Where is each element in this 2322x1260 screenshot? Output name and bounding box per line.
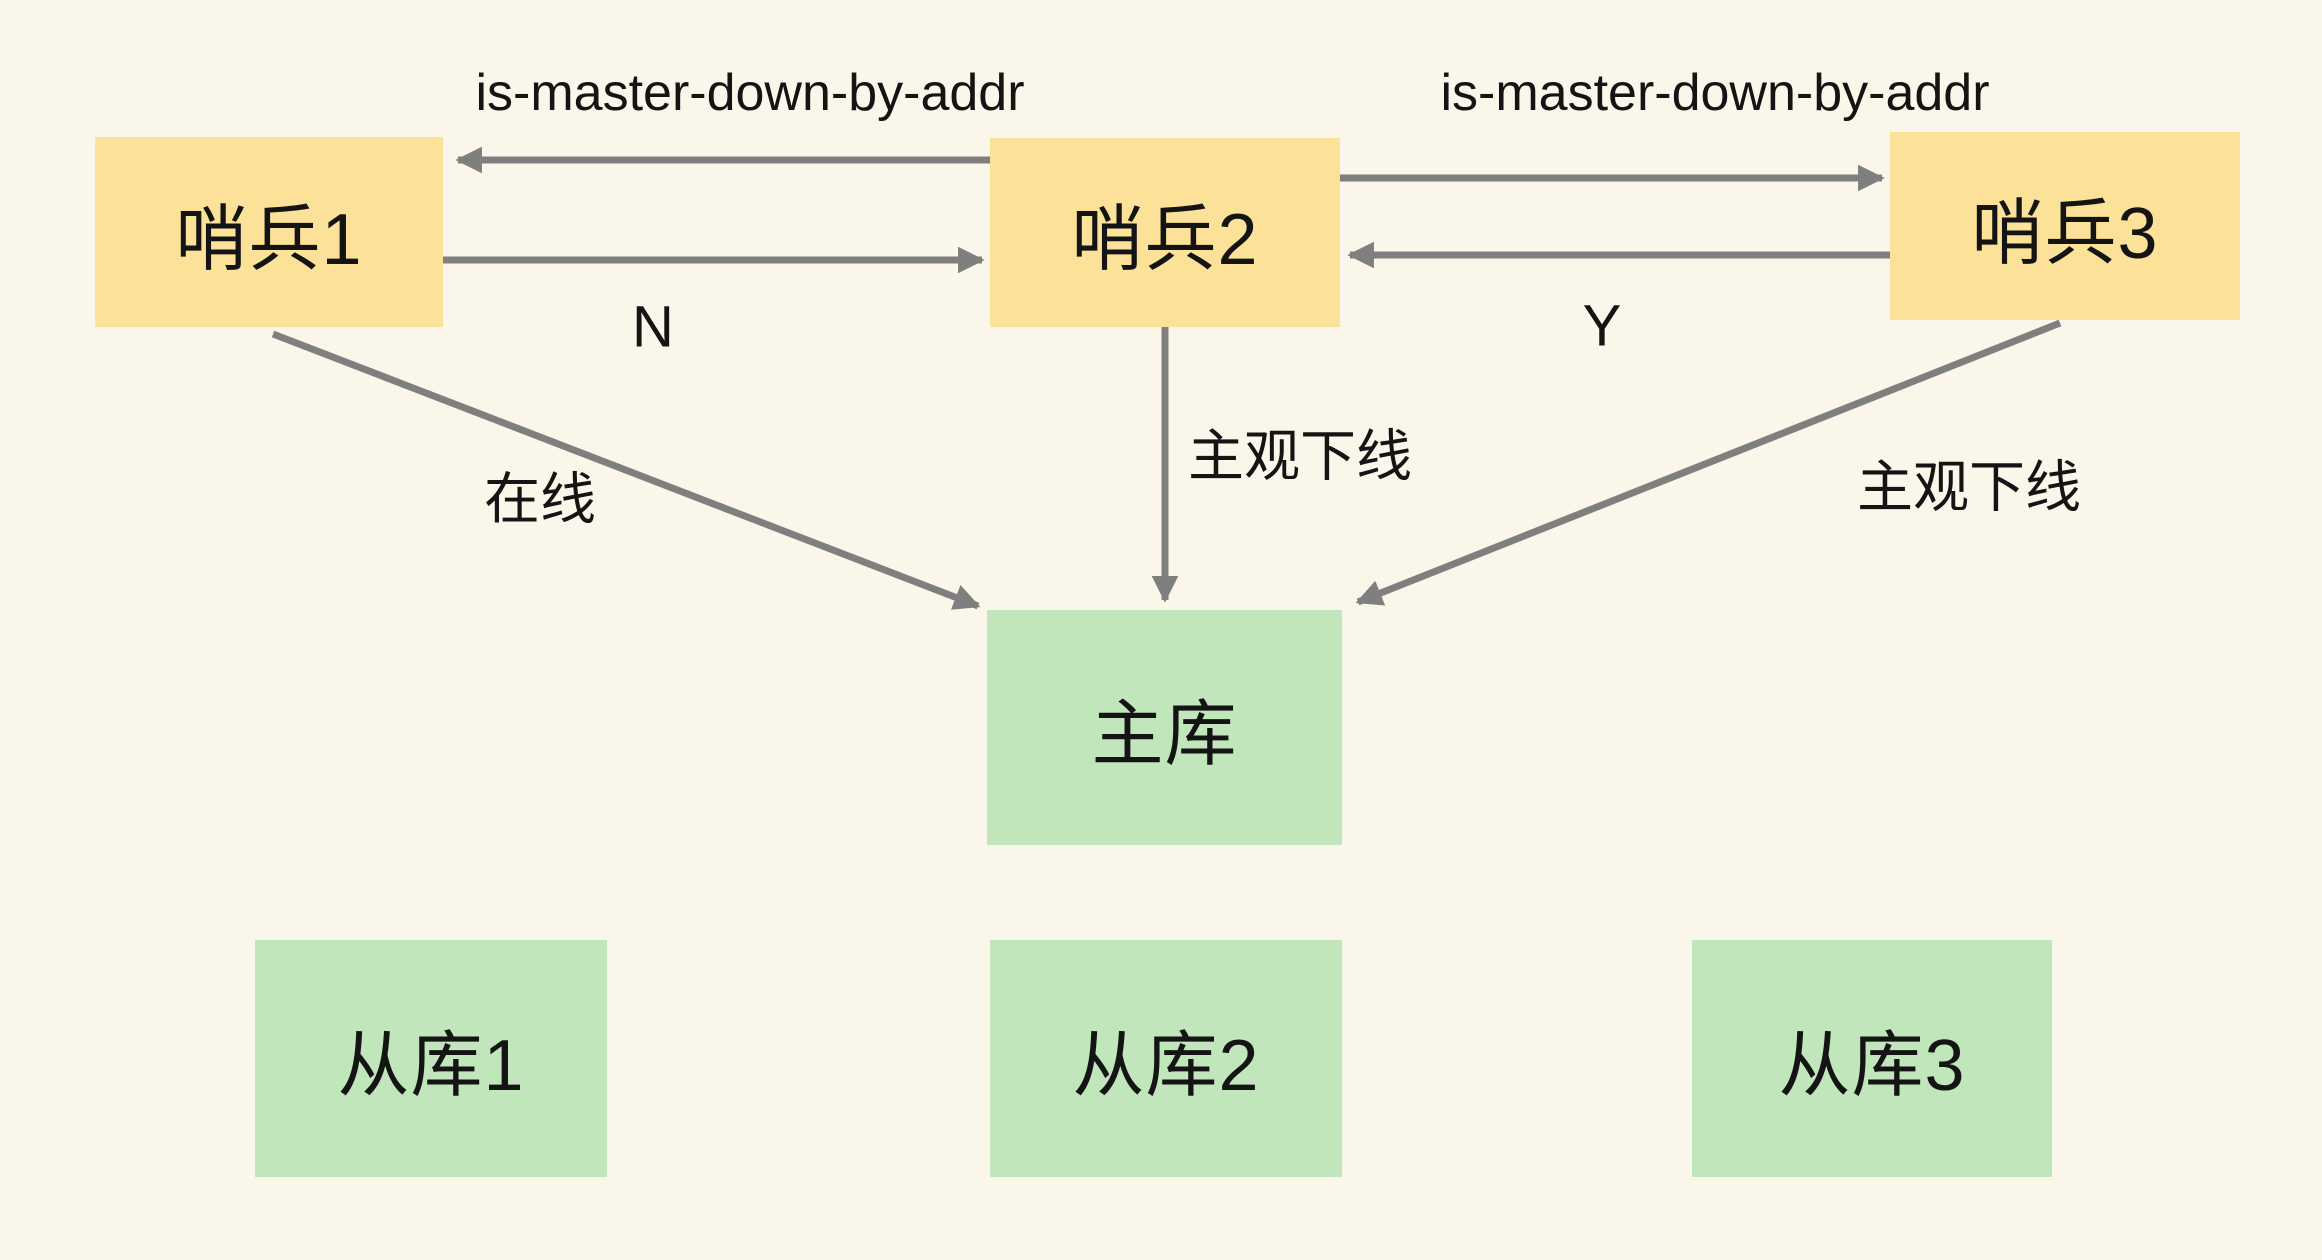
node-slave1-label: 从库1 (337, 1026, 525, 1106)
arrow-sentinel1-to-master (271, 330, 981, 610)
node-slave2: 从库2 (990, 940, 1342, 1177)
node-master-label: 主库 (1091, 695, 1238, 775)
node-sentinel3: 哨兵3 (1890, 132, 2240, 320)
node-sentinel3-label: 哨兵3 (1971, 193, 2159, 274)
edge-label-sdown-mid: 主观下线 (1188, 424, 1412, 488)
node-slave2-label: 从库2 (1072, 1026, 1260, 1106)
edge-label-vote-y: Y (1582, 293, 1622, 359)
edge-label-vote-n: N (632, 294, 674, 360)
node-slave1: 从库1 (255, 940, 607, 1177)
node-master: 主库 (987, 610, 1342, 845)
node-slave3-label: 从库3 (1778, 1026, 1966, 1106)
node-sentinel1: 哨兵1 (95, 137, 443, 327)
edge-label-is-master-down-left: is-master-down-by-addr (475, 64, 1025, 122)
edge-label-is-master-down-right: is-master-down-by-addr (1440, 64, 1990, 122)
edge-label-sdown-right: 主观下线 (1857, 455, 2081, 519)
edge-label-online: 在线 (484, 467, 596, 531)
node-sentinel2-label: 哨兵2 (1071, 200, 1259, 280)
node-slave3: 从库3 (1692, 940, 2052, 1177)
node-sentinel1-label: 哨兵1 (175, 199, 363, 280)
node-sentinel2: 哨兵2 (990, 138, 1340, 327)
